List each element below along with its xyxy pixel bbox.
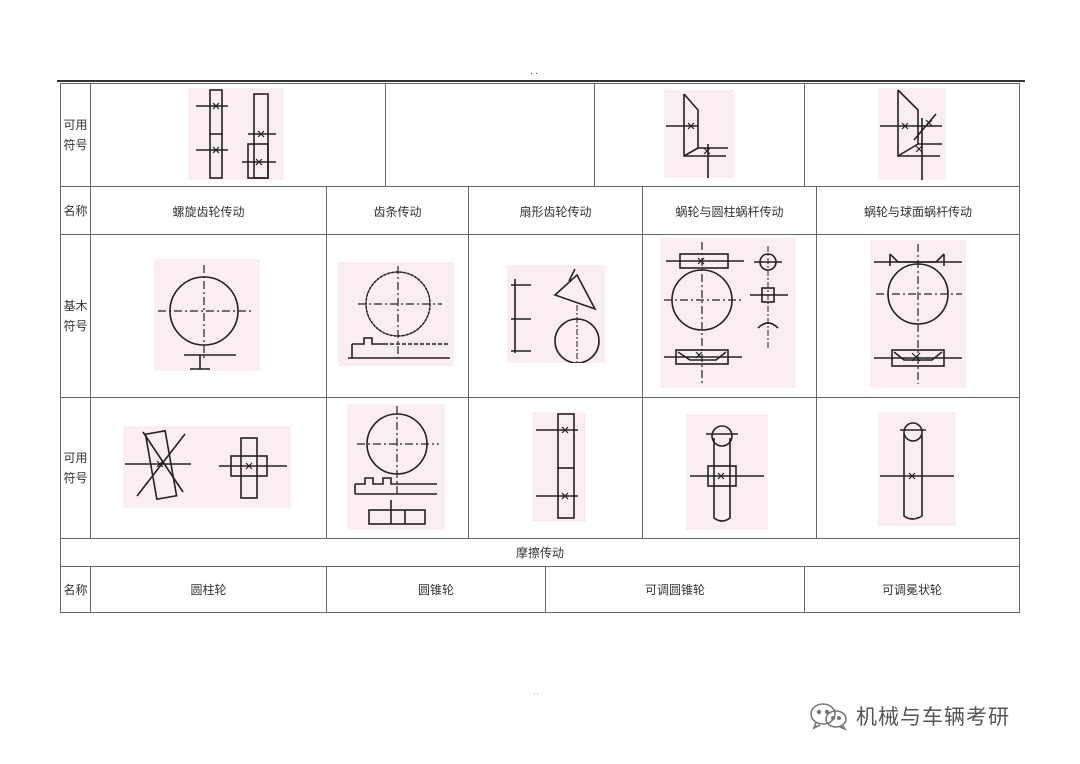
symbol-helical-gear-alt xyxy=(123,426,291,508)
friction-name-cell-2 xyxy=(326,566,546,613)
header-dots: .. xyxy=(530,66,541,77)
gear-name-4: 蜗轮与圆柱蜗杆传动 xyxy=(675,205,784,219)
friction-name-3: 可调圆锥轮 xyxy=(644,583,705,597)
row6-label: 名称 xyxy=(63,583,88,597)
symbol-worm-cylindrical-basic xyxy=(660,238,796,388)
friction-name-2: 圆锥轮 xyxy=(417,583,454,597)
friction-name-4: 可调冕状轮 xyxy=(881,583,942,597)
row3-label: 基木 符号 xyxy=(63,299,88,333)
symbol-worm-globoid-alt xyxy=(878,412,956,526)
row1-label-cell xyxy=(60,83,91,187)
gear-name-3: 扇形齿轮传动 xyxy=(519,205,592,219)
symbol-sector-gear-alt xyxy=(532,412,586,522)
row4-label: 可用 符号 xyxy=(63,451,88,485)
gear-name-5: 蜗轮与球面蜗杆传动 xyxy=(863,205,972,219)
footer-dots: ·· xyxy=(533,690,541,699)
friction-name-cell-3 xyxy=(545,566,805,613)
watermark: 机械与车辆考研 xyxy=(808,700,1010,732)
row1-cell-2 xyxy=(385,83,595,187)
friction-name-cell-1 xyxy=(90,566,327,613)
symbol-bevel-gear xyxy=(664,90,734,178)
symbol-helical-gear-basic xyxy=(154,259,260,371)
row2-label: 名称 xyxy=(63,204,88,218)
gear-name-cell-4 xyxy=(642,186,817,235)
row1-label: 可用 符号 xyxy=(63,118,88,152)
symbol-rack-basic xyxy=(338,262,454,366)
header-rule xyxy=(57,80,1025,82)
watermark-text: 机械与车辆考研 xyxy=(856,705,1010,729)
friction-name-1: 圆柱轮 xyxy=(190,583,227,597)
symbol-bevel-gear-double xyxy=(878,88,946,180)
symbol-rack-alt xyxy=(347,404,445,530)
gear-name-1: 螺旋齿轮传动 xyxy=(172,205,245,219)
gear-name-2: 齿条传动 xyxy=(373,205,422,219)
gear-name-cell-2 xyxy=(326,186,469,235)
wechat-icon xyxy=(808,701,850,731)
symbol-sector-gear-basic xyxy=(507,265,605,363)
friction-section-title: 摩擦传动 xyxy=(515,546,564,560)
friction-name-cell-4 xyxy=(804,566,1020,613)
friction-section-cell xyxy=(60,538,1020,567)
symbol-worm-globoid-basic xyxy=(870,240,966,388)
symbol-worm-cylindrical-alt xyxy=(686,414,768,530)
symbol-spur-split-pair xyxy=(188,88,284,180)
